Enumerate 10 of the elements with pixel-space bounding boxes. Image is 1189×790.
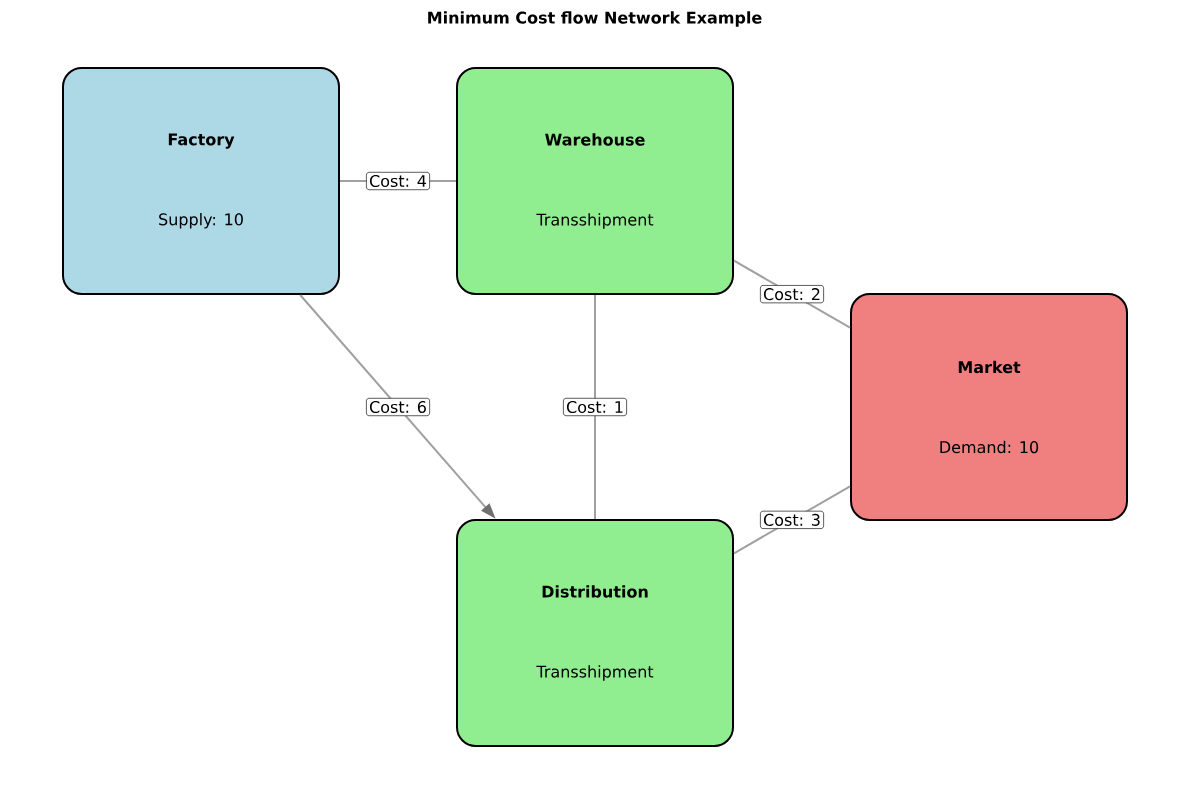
node-box: Distribution Transshipment xyxy=(456,519,734,747)
title: Minimum Cost flow Network Example xyxy=(428,11,762,27)
edge-label: Cost: 3 xyxy=(760,510,825,529)
edge-label: Cost: 4 xyxy=(366,171,431,191)
edge-label: Cost: 2 xyxy=(760,285,825,304)
node-box: Market Demand: 10 xyxy=(850,293,1128,521)
node-box: Factory Supply: 10 xyxy=(62,67,340,295)
node-box: Warehouse Transshipment xyxy=(456,67,734,295)
edge-label: Cost: 6 xyxy=(366,397,431,417)
edge-label: Cost: 1 xyxy=(563,397,628,417)
